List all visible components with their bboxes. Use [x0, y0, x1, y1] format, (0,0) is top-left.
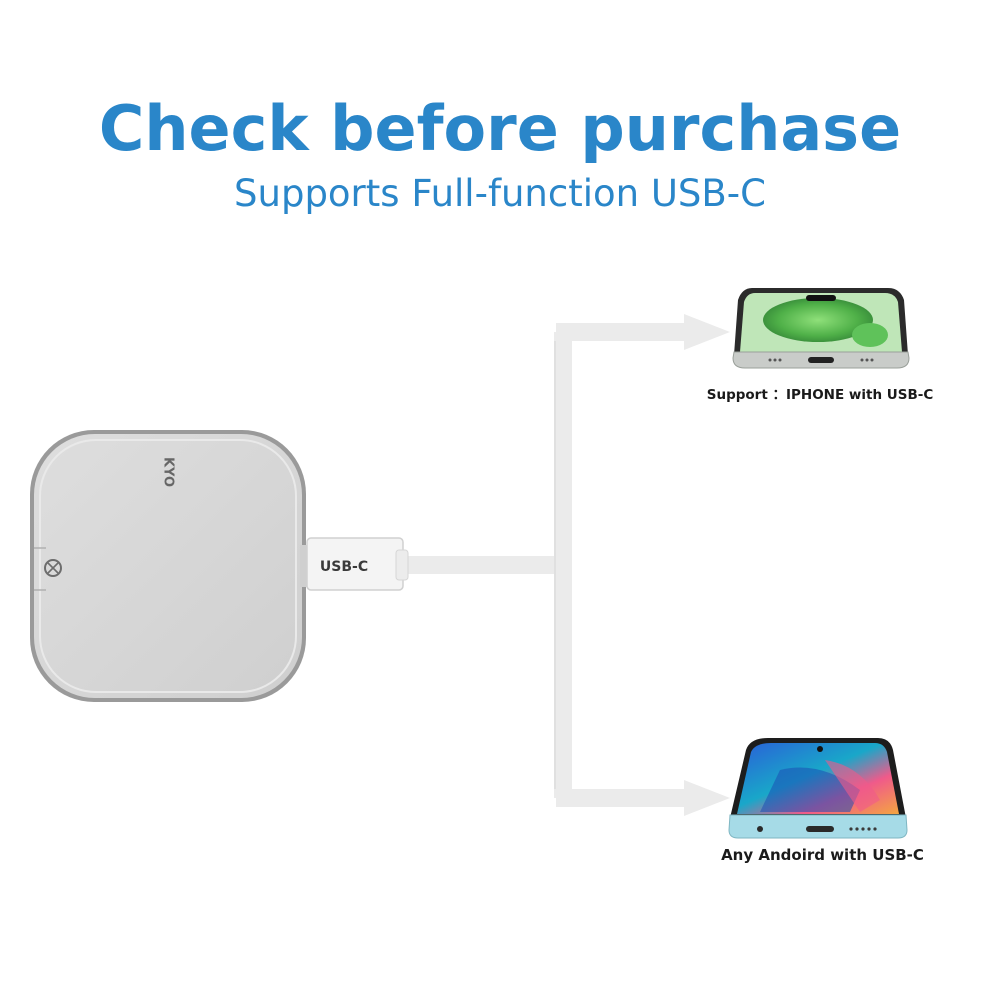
arrow-to-android [684, 780, 730, 816]
iphone-illustration [732, 288, 910, 369]
iphone-support-label: Support ：IPHONE with USB-C [706, 387, 934, 403]
usb-hub-device: KYO [30, 430, 306, 702]
arrow-to-iphone [684, 314, 730, 350]
cable-branches [400, 323, 690, 807]
usb-c-connector: USB-C [300, 537, 409, 591]
brand-logo: KYO [161, 457, 176, 487]
lock-icon [44, 559, 62, 577]
page-title: Check before purchase [98, 92, 902, 165]
android-support-label: Any Andoird with USB-C [721, 846, 924, 864]
android-illustration [728, 738, 908, 839]
connector-label: USB-C [320, 559, 368, 575]
page-subtitle: Supports Full-function USB-C [234, 172, 766, 215]
